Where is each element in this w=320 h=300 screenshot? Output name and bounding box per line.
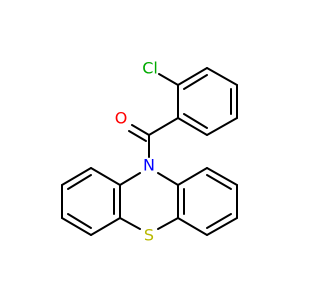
bond [157,172,179,186]
left-benzo-ring [61,167,121,236]
bond [206,117,238,136]
bond [177,217,208,236]
bond [119,172,141,186]
chlorine-atom-label: Cl [142,59,158,78]
right-benzo-ring [177,167,238,236]
chlorophenyl-ring [158,67,238,136]
bond [158,73,179,86]
molecule-structure-diagram: Cl O N S [61,59,238,245]
phenothiazine-core [119,172,179,230]
bond [90,167,121,186]
bond [119,217,141,230]
bond [206,67,238,86]
bond [206,174,232,190]
bond [148,117,179,136]
oxygen-atom-label: O [115,109,128,128]
bond [67,213,92,229]
bond [177,67,208,86]
nitrogen-atom-label: N [143,156,155,175]
bond [177,117,208,136]
bond [183,113,208,129]
bond [61,217,92,236]
bond [206,167,238,186]
bond [157,217,179,230]
bond [206,213,232,229]
bond [90,217,121,236]
bond [131,124,150,136]
carbonyl-group [128,117,179,158]
bond [183,74,208,90]
bond [128,130,147,142]
bond [177,167,208,186]
bond [61,167,92,186]
bond [206,217,238,236]
bond [67,174,92,190]
sulfur-atom-label: S [144,226,154,245]
